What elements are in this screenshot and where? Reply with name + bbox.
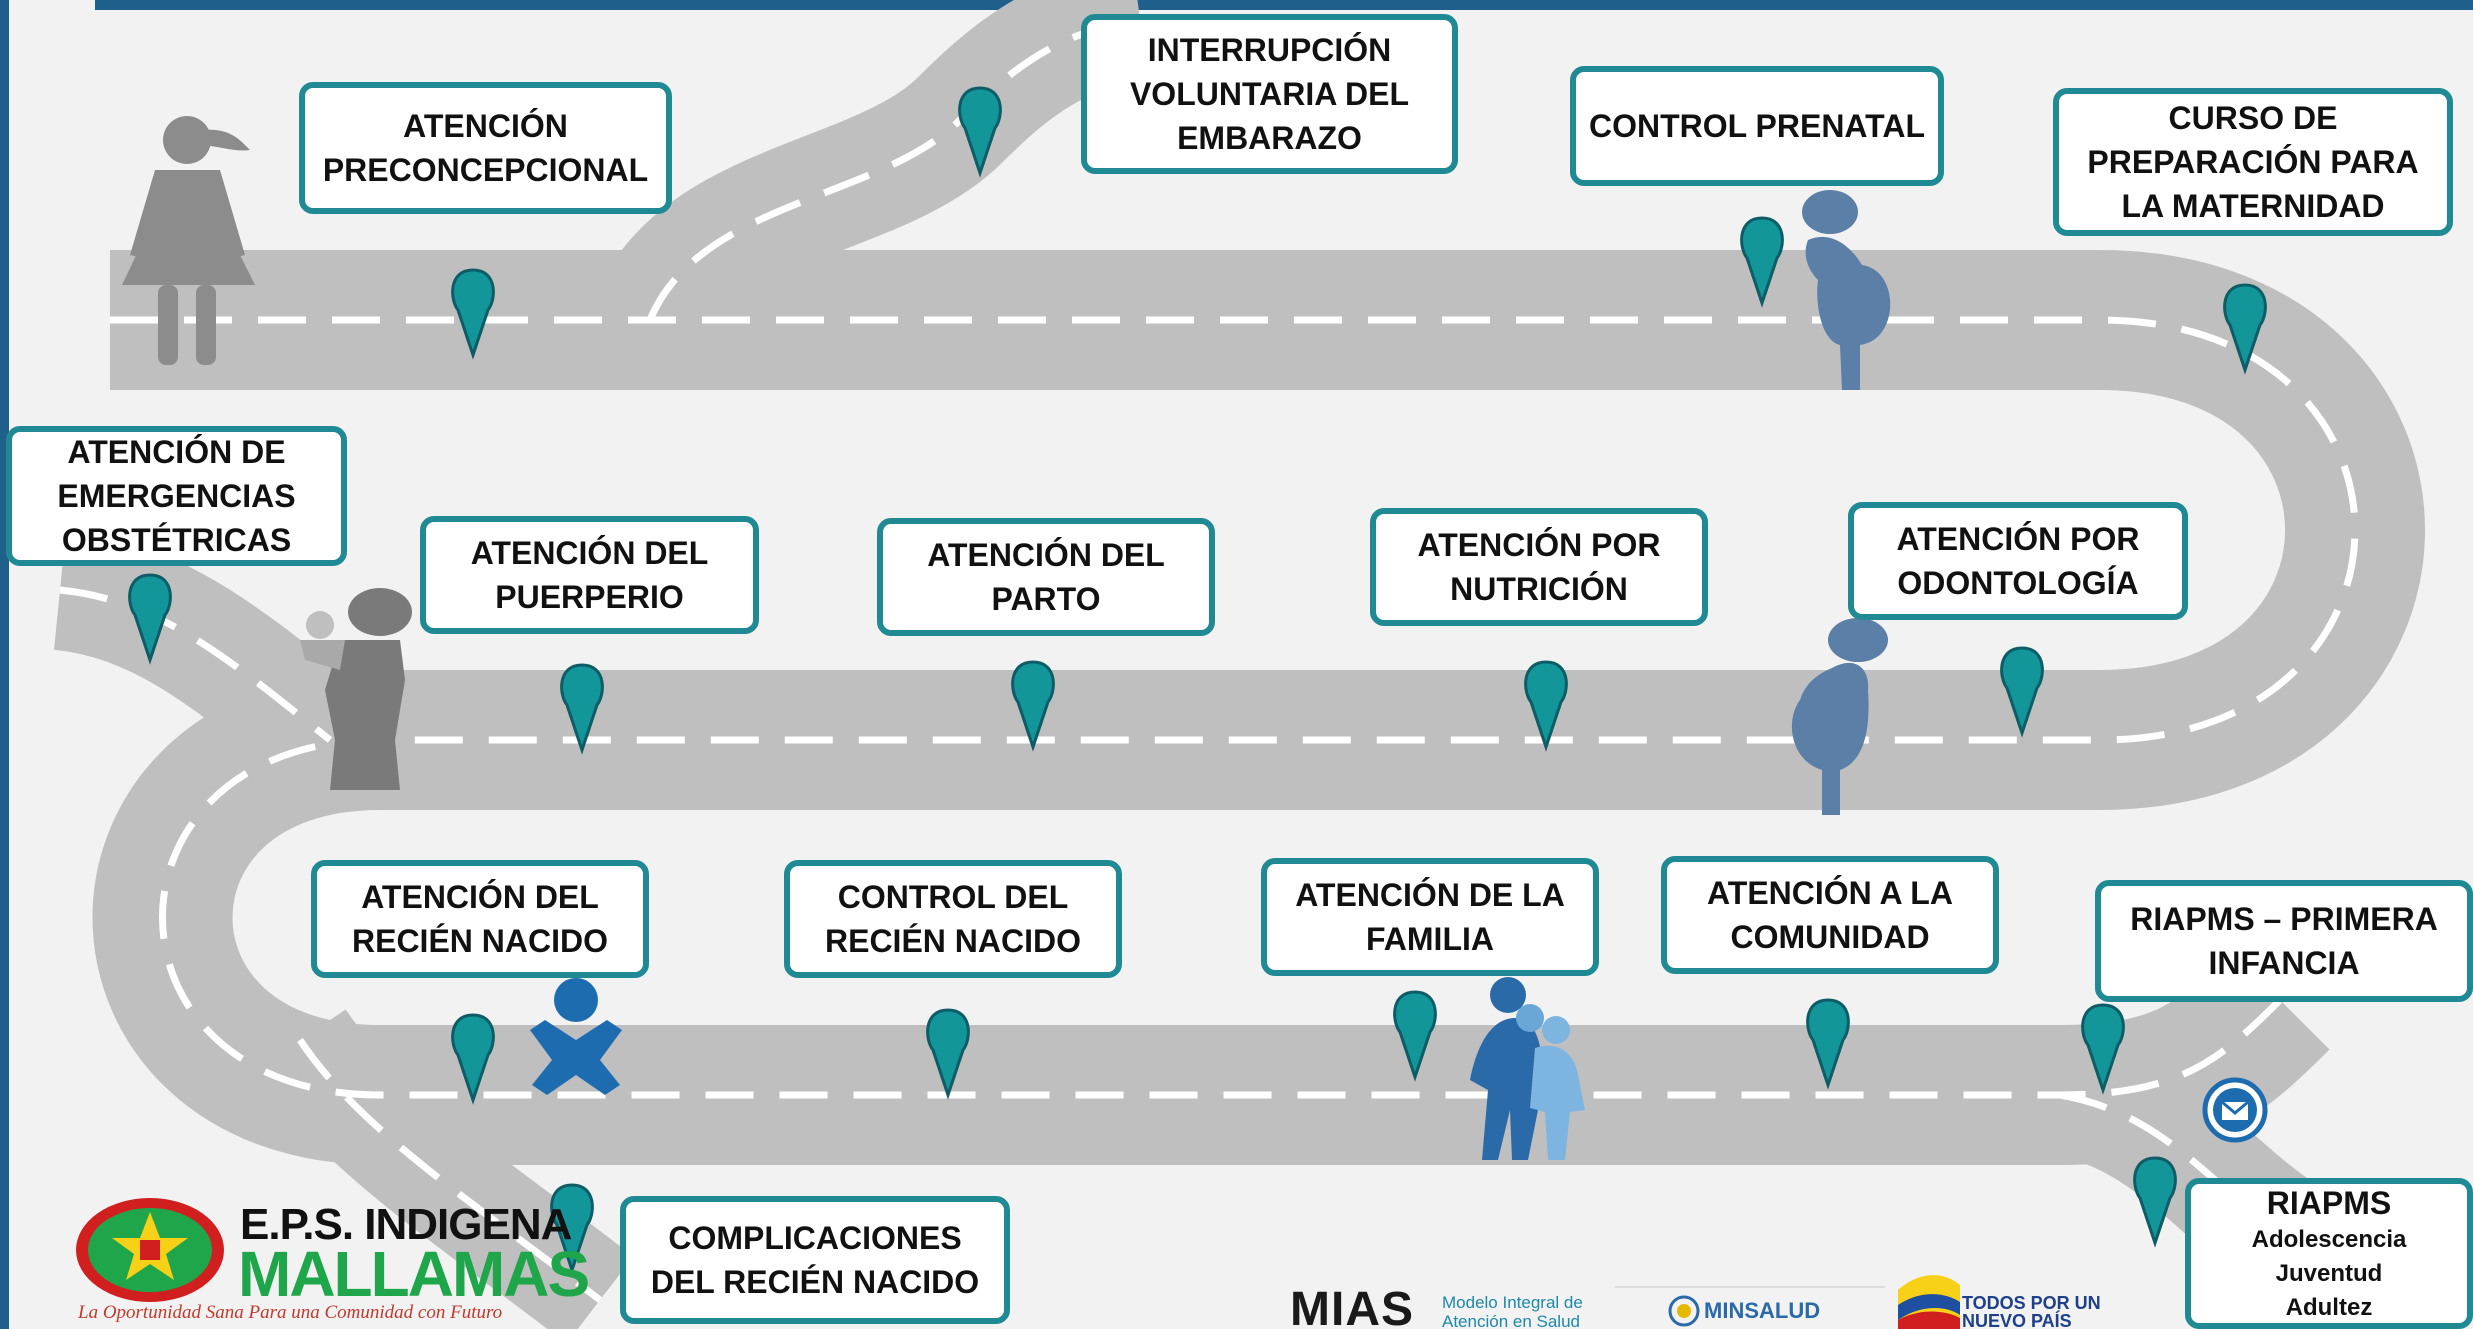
frame-top-bar bbox=[95, 0, 2473, 10]
map-pin-icon bbox=[451, 268, 495, 360]
map-pin-icon bbox=[560, 663, 604, 755]
step-label: ATENCIÓN DE LA FAMILIA bbox=[1295, 877, 1565, 957]
step-label: CURSO DE PREPARACIÓN PARA LA MATERNIDAD bbox=[2087, 100, 2419, 224]
riapms-item: Juventud bbox=[2275, 1259, 2383, 1287]
step-label: ATENCIÓN DEL RECIÉN NACIDO bbox=[351, 879, 608, 959]
riapms-item: Adolescencia bbox=[2251, 1225, 2407, 1253]
riapms-title: RIAPMS bbox=[2266, 1184, 2392, 1221]
step-label: ATENCIÓN PRECONCEPCIONAL bbox=[322, 108, 649, 188]
map-pin-icon bbox=[1393, 990, 1437, 1082]
step-label: ATENCIÓN A LA COMUNIDAD bbox=[1707, 875, 1953, 955]
eps-logo-line1: E.P.S. INDIGENA bbox=[240, 1200, 572, 1249]
map-pin-icon bbox=[451, 1013, 495, 1105]
map-pin-icon bbox=[958, 86, 1002, 178]
road-branch-top-dashes bbox=[646, 16, 1141, 322]
map-pin-icon bbox=[926, 1008, 970, 1100]
map-pin-icon bbox=[2000, 646, 2044, 738]
mias-logo-text: Modelo Integral de Atención en Salud bbox=[1442, 1293, 1583, 1329]
step-emergencias-obstetricas: ATENCIÓN DE EMERGENCIAS OBSTÉTRICAS bbox=[6, 426, 347, 566]
map-pin-icon bbox=[1011, 660, 1055, 752]
step-complicaciones-recien-nacido: COMPLICACIONES DEL RECIÉN NACIDO bbox=[620, 1196, 1010, 1324]
step-atencion-familia: ATENCIÓN DE LA FAMILIA bbox=[1261, 858, 1599, 976]
mail-icon bbox=[2202, 1077, 2268, 1143]
step-label: ATENCIÓN DEL PUERPERIO bbox=[470, 535, 709, 615]
mias-logo-mark: MIAS bbox=[1290, 1283, 1414, 1329]
step-label: ATENCIÓN DEL PARTO bbox=[927, 537, 1165, 617]
step-atencion-comunidad: ATENCIÓN A LA COMUNIDAD bbox=[1661, 856, 1999, 974]
map-pin-icon bbox=[2223, 283, 2267, 375]
map-pin-icon bbox=[128, 573, 172, 665]
pregnant-woman-icon bbox=[1802, 190, 1891, 390]
step-atencion-nutricion: ATENCIÓN POR NUTRICIÓN bbox=[1370, 508, 1708, 626]
mias-logo-text-line: Modelo Integral de bbox=[1442, 1293, 1583, 1312]
map-pin-icon bbox=[2081, 1003, 2125, 1095]
step-control-prenatal: CONTROL PRENATAL bbox=[1570, 66, 1944, 186]
step-label: ATENCIÓN POR NUTRICIÓN bbox=[1417, 527, 1661, 607]
eps-logo-line2: MALLAMAS bbox=[238, 1238, 590, 1310]
map-pin-icon bbox=[1806, 998, 1850, 1090]
minsalud-logo: MINSALUD bbox=[1704, 1298, 1821, 1323]
road-branch-bottom-dashes bbox=[297, 1038, 603, 1303]
mother-with-baby-icon bbox=[300, 588, 412, 790]
step-label: RIAPMS – PRIMERA INFANCIA bbox=[2130, 901, 2438, 981]
step-interrupcion-voluntaria: INTERRUPCIÓN VOLUNTARIA DEL EMBARAZO bbox=[1081, 14, 1458, 174]
step-label: CONTROL DEL RECIÉN NACIDO bbox=[824, 879, 1081, 959]
step-atencion-odontologia: ATENCIÓN POR ODONTOLOGÍA bbox=[1848, 502, 2188, 620]
step-riapms: RIAPMS Adolescencia Juventud Adultez bbox=[2185, 1178, 2473, 1329]
mias-logo-text-line: Atención en Salud bbox=[1442, 1312, 1580, 1329]
family-icon bbox=[1470, 977, 1585, 1160]
minsalud-shield-icon bbox=[1668, 1295, 1700, 1327]
baby-icon bbox=[530, 978, 622, 1095]
map-pin-icon bbox=[2133, 1156, 2177, 1248]
todos-logo-line: TODOS POR UN bbox=[1962, 1293, 2101, 1313]
step-atencion-puerperio: ATENCIÓN DEL PUERPERIO bbox=[420, 516, 759, 634]
step-atencion-parto: ATENCIÓN DEL PARTO bbox=[877, 518, 1215, 636]
step-control-recien-nacido: CONTROL DEL RECIÉN NACIDO bbox=[784, 860, 1122, 978]
frame-left-bar bbox=[0, 0, 9, 1329]
riapms-item: Adultez bbox=[2285, 1293, 2373, 1321]
map-pin-icon bbox=[1524, 660, 1568, 752]
step-curso-preparacion: CURSO DE PREPARACIÓN PARA LA MATERNIDAD bbox=[2053, 88, 2453, 236]
map-pin-icon bbox=[1740, 216, 1784, 308]
step-atencion-recien-nacido: ATENCIÓN DEL RECIÉN NACIDO bbox=[311, 860, 649, 978]
eps-logo-emblem bbox=[76, 1198, 224, 1302]
map-pins bbox=[128, 86, 2267, 1275]
pregnant-woman-icon bbox=[1791, 618, 1888, 815]
todos-flag-icon bbox=[1898, 1275, 1960, 1329]
todos-logo-line: NUEVO PAÍS bbox=[1962, 1311, 2072, 1329]
road-branch-left-dashes bbox=[59, 586, 333, 743]
woman-icon bbox=[122, 116, 255, 365]
step-riapms-primera-infancia: RIAPMS – PRIMERA INFANCIA bbox=[2095, 880, 2473, 1002]
step-label: INTERRUPCIÓN VOLUNTARIA DEL EMBARAZO bbox=[1129, 32, 1410, 156]
step-label: COMPLICACIONES DEL RECIÉN NACIDO bbox=[650, 1220, 980, 1300]
step-atencion-preconcepcional: ATENCIÓN PRECONCEPCIONAL bbox=[299, 82, 672, 214]
map-pin-icon bbox=[550, 1183, 594, 1275]
road-branch-left bbox=[52, 530, 368, 787]
todos-logo-text: TODOS POR UN NUEVO PAÍS bbox=[1962, 1294, 2101, 1329]
step-label: ATENCIÓN DE EMERGENCIAS OBSTÉTRICAS bbox=[57, 434, 296, 558]
eps-logo-slogan: La Oportunidad Sana Para una Comunidad c… bbox=[78, 1302, 503, 1323]
step-label: ATENCIÓN POR ODONTOLOGÍA bbox=[1896, 521, 2140, 601]
step-label: CONTROL PRENATAL bbox=[1589, 108, 1925, 144]
road-center-dashes bbox=[110, 316, 2359, 1099]
